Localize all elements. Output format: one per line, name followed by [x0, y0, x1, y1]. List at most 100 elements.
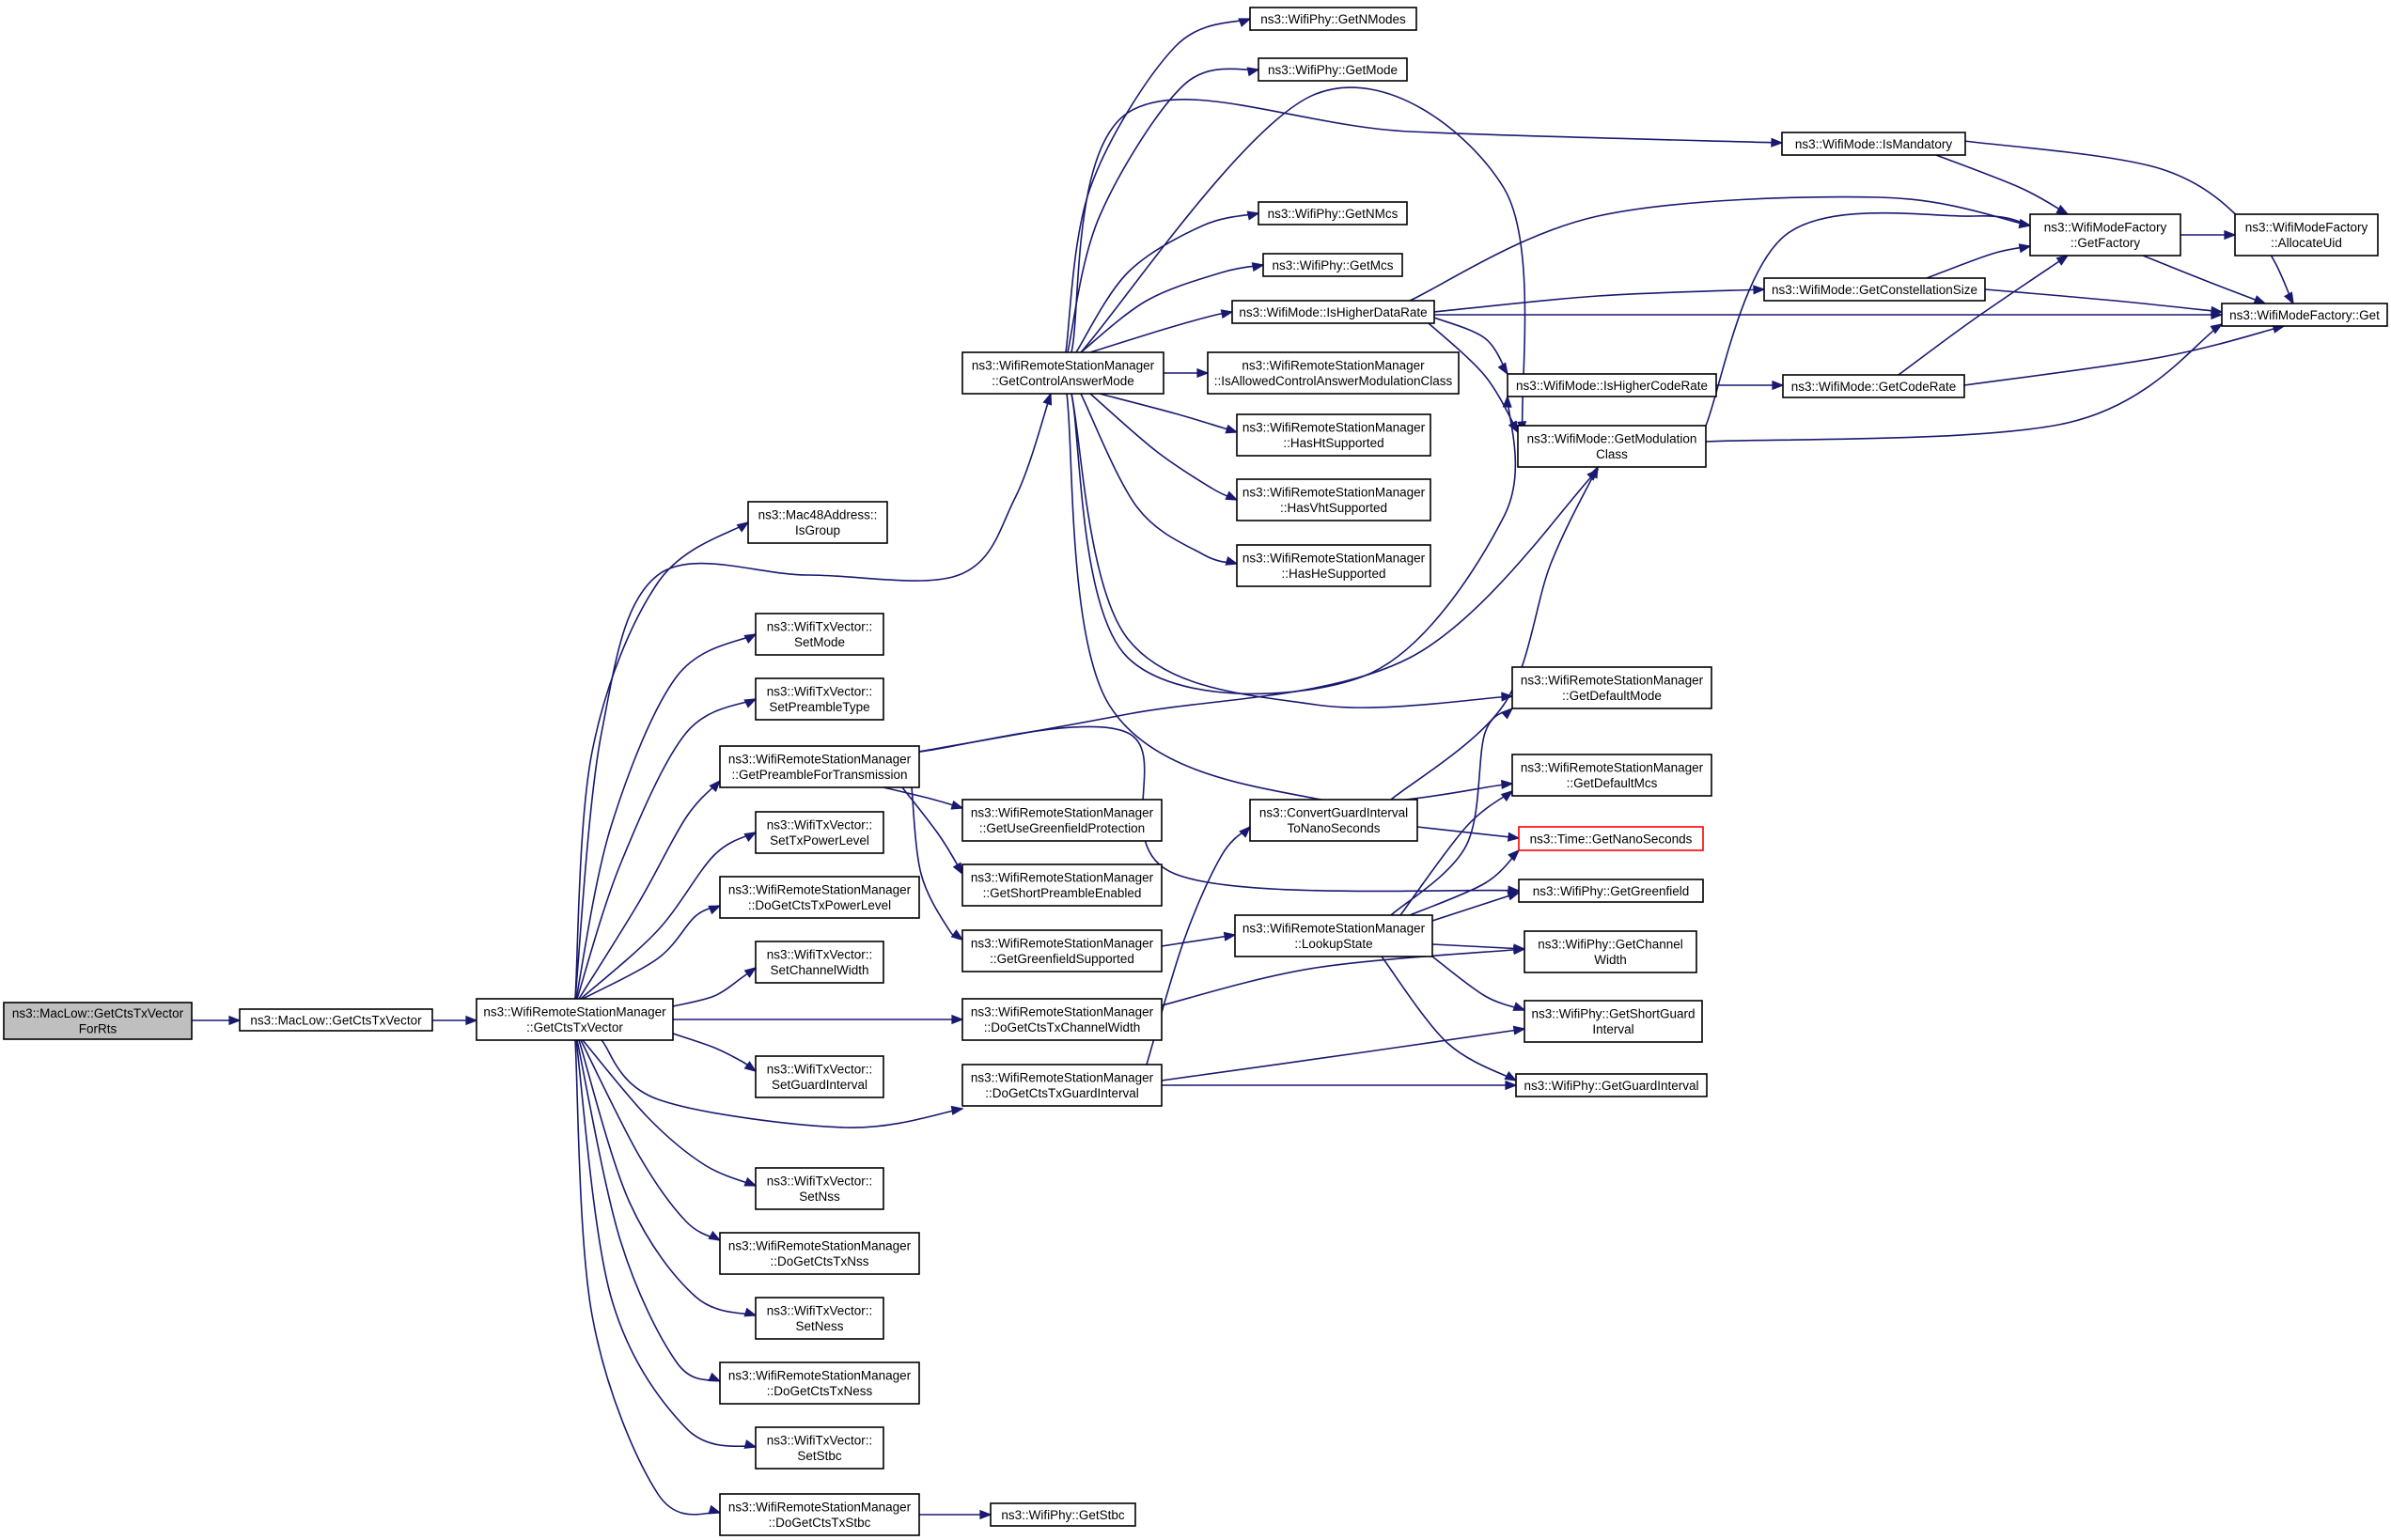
node-n46[interactable]: ns3::WifiMode::GetCodeRate	[1782, 374, 1965, 398]
node-n32[interactable]: ns3::WifiRemoteStationManager::HasHeSupp…	[1236, 544, 1431, 587]
node-box[interactable]	[961, 929, 1163, 972]
node-box[interactable]	[747, 501, 888, 544]
node-box[interactable]	[755, 677, 884, 721]
node-box[interactable]	[1518, 826, 1704, 851]
node-n1[interactable]: ns3::MacLow::GetCtsTxVector	[239, 1008, 433, 1032]
node-box[interactable]	[1207, 351, 1460, 395]
node-box[interactable]	[719, 1361, 920, 1405]
node-n31[interactable]: ns3::WifiRemoteStationManager::HasVhtSup…	[1236, 478, 1431, 521]
node-box[interactable]	[1236, 413, 1431, 457]
node-n23[interactable]: ns3::WifiPhy::GetStbc	[990, 1502, 1136, 1527]
node-box[interactable]	[1763, 277, 1986, 302]
node-n11[interactable]: ns3::WifiTxVector::SetNss	[755, 1167, 884, 1210]
node-n37[interactable]: ns3::WifiRemoteStationManager::GetDefaul…	[1511, 666, 1712, 709]
node-box[interactable]	[1231, 300, 1435, 324]
node-box[interactable]	[1781, 132, 1966, 156]
node-n48[interactable]: ns3::WifiModeFactory::AllocateUid	[2234, 213, 2379, 257]
node-n4[interactable]: ns3::WifiTxVector::SetMode	[755, 613, 884, 656]
node-n18[interactable]: ns3::WifiRemoteStationManager::GetUseGre…	[961, 799, 1163, 842]
node-box[interactable]	[1258, 57, 1408, 82]
node-box[interactable]	[990, 1502, 1136, 1527]
node-box[interactable]	[1507, 373, 1717, 397]
node-box[interactable]	[1236, 478, 1431, 521]
node-box[interactable]	[755, 1426, 884, 1470]
node-n40[interactable]: ns3::WifiPhy::GetGreenfield	[1518, 879, 1704, 903]
node-n25[interactable]: ns3::WifiPhy::GetMode	[1258, 57, 1408, 82]
node-box[interactable]	[719, 1232, 920, 1275]
node-box[interactable]	[961, 998, 1163, 1041]
node-n8[interactable]: ns3::WifiRemoteStationManager::DoGetCtsT…	[719, 876, 920, 919]
node-n9[interactable]: ns3::WifiTxVector::SetChannelWidth	[755, 941, 884, 984]
node-n5[interactable]: ns3::WifiTxVector::SetPreambleType	[755, 677, 884, 721]
node-box[interactable]	[1524, 1000, 1703, 1043]
node-n29[interactable]: ns3::WifiRemoteStationManager::IsAllowed…	[1207, 351, 1460, 395]
node-n2[interactable]: ns3::WifiRemoteStationManager::GetCtsTxV…	[476, 998, 674, 1041]
node-n10[interactable]: ns3::WifiTxVector::SetGuardInterval	[755, 1055, 884, 1098]
node-n16[interactable]: ns3::WifiRemoteStationManager::DoGetCtsT…	[719, 1493, 920, 1536]
node-n7[interactable]: ns3::WifiTxVector::SetTxPowerLevel	[755, 811, 884, 854]
node-box[interactable]	[1236, 544, 1431, 587]
node-box[interactable]	[1234, 914, 1433, 957]
node-box[interactable]	[1249, 799, 1418, 842]
node-n3[interactable]: ns3::Mac48Address::IsGroup	[747, 501, 888, 544]
node-n45[interactable]: ns3::WifiMode::GetConstellationSize	[1763, 277, 1986, 302]
node-n44[interactable]: ns3::WifiMode::IsMandatory	[1781, 132, 1966, 156]
node-n20[interactable]: ns3::WifiRemoteStationManager::GetGreenf…	[961, 929, 1163, 972]
node-box[interactable]	[1511, 666, 1712, 709]
node-n24[interactable]: ns3::WifiPhy::GetNModes	[1249, 7, 1417, 31]
node-box[interactable]	[2221, 303, 2388, 327]
node-n47[interactable]: ns3::WifiModeFactory::GetFactory	[2029, 213, 2181, 257]
node-box[interactable]	[755, 941, 884, 984]
node-n30[interactable]: ns3::WifiRemoteStationManager::HasHtSupp…	[1236, 413, 1431, 457]
node-n49[interactable]: ns3::WifiModeFactory::Get	[2221, 303, 2388, 327]
node-n21[interactable]: ns3::WifiRemoteStationManager::DoGetCtsT…	[961, 998, 1163, 1041]
node-box[interactable]	[719, 1493, 920, 1536]
node-n22[interactable]: ns3::WifiRemoteStationManager::DoGetCtsT…	[961, 1064, 1163, 1107]
node-box[interactable]	[719, 876, 920, 919]
node-box[interactable]	[1511, 754, 1712, 797]
node-box[interactable]	[755, 1297, 884, 1340]
node-n27[interactable]: ns3::WifiPhy::GetMcs	[1262, 253, 1403, 277]
node-n6[interactable]: ns3::WifiRemoteStationManager::GetPreamb…	[719, 745, 920, 788]
node-box[interactable]	[1518, 879, 1704, 903]
node-box[interactable]	[755, 613, 884, 656]
node-n12[interactable]: ns3::WifiRemoteStationManager::DoGetCtsT…	[719, 1232, 920, 1275]
node-n15[interactable]: ns3::WifiTxVector::SetStbc	[755, 1426, 884, 1470]
node-n43[interactable]: ns3::WifiPhy::GetGuardInterval	[1515, 1073, 1708, 1097]
node-box[interactable]	[755, 1055, 884, 1098]
node-box[interactable]	[1258, 201, 1408, 226]
node-box[interactable]	[239, 1008, 433, 1032]
node-box[interactable]	[476, 998, 674, 1041]
node-box[interactable]	[3, 1002, 193, 1040]
node-box[interactable]	[1782, 374, 1965, 398]
node-n39[interactable]: ns3::Time::GetNanoSeconds	[1518, 826, 1704, 851]
node-box[interactable]	[961, 863, 1163, 907]
node-box[interactable]	[1515, 1073, 1708, 1097]
node-n17[interactable]: ns3::WifiRemoteStationManager::GetContro…	[961, 351, 1164, 395]
node-box[interactable]	[961, 1064, 1163, 1107]
node-n26[interactable]: ns3::WifiPhy::GetNMcs	[1258, 201, 1408, 226]
node-box[interactable]	[2029, 213, 2181, 257]
node-n14[interactable]: ns3::WifiRemoteStationManager::DoGetCtsT…	[719, 1361, 920, 1405]
node-n13[interactable]: ns3::WifiTxVector::SetNess	[755, 1297, 884, 1340]
node-box[interactable]	[1517, 425, 1707, 468]
node-n35[interactable]: ns3::WifiMode::IsHigherCodeRate	[1507, 373, 1717, 397]
node-n28[interactable]: ns3::WifiMode::IsHigherDataRate	[1231, 300, 1435, 324]
node-box[interactable]	[1262, 253, 1403, 277]
node-box[interactable]	[1249, 7, 1417, 31]
node-box[interactable]	[961, 799, 1163, 842]
node-box[interactable]	[755, 811, 884, 854]
node-box[interactable]	[961, 351, 1164, 395]
node-box[interactable]	[755, 1167, 884, 1210]
node-box[interactable]	[1524, 930, 1697, 973]
node-box[interactable]	[2234, 213, 2379, 257]
node-n38[interactable]: ns3::WifiRemoteStationManager::GetDefaul…	[1511, 754, 1712, 797]
node-n34[interactable]: ns3::WifiRemoteStationManager::LookupSta…	[1234, 914, 1433, 957]
node-n19[interactable]: ns3::WifiRemoteStationManager::GetShortP…	[961, 863, 1163, 907]
node-box[interactable]	[719, 745, 920, 788]
